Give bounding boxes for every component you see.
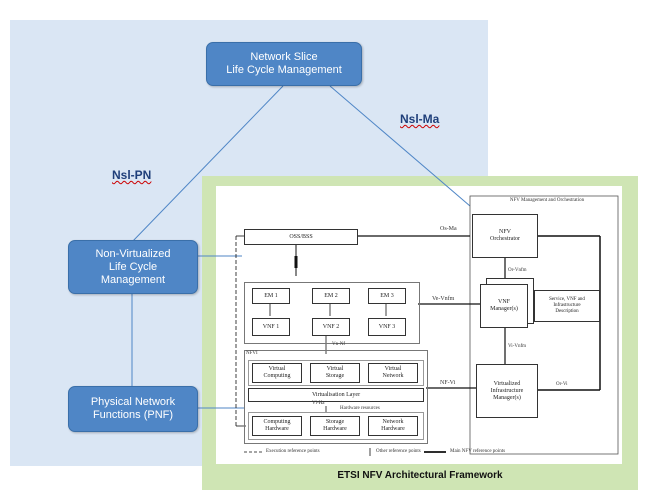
nf-vi-label: NF-Vi bbox=[440, 380, 456, 386]
network-hardware-box: Network Hardware bbox=[368, 416, 418, 436]
storage-hardware-box: Storage Hardware bbox=[310, 416, 360, 436]
vim-box: Virtualized Infrastructure Manager(s) bbox=[476, 364, 538, 418]
legend-other: Other reference points bbox=[376, 449, 421, 454]
nfv-orchestrator-box: NFV Orchestrator bbox=[472, 214, 538, 258]
vn-nf-label: Vn-Nf bbox=[332, 342, 346, 347]
virtual-network-box: Virtual Network bbox=[368, 363, 418, 383]
descriptors-box: Service, VNF and Infrastructure Descript… bbox=[534, 290, 600, 322]
vnf-1-box: VNF 1 bbox=[252, 318, 290, 336]
em-3-box: EM 3 bbox=[368, 288, 406, 304]
mano-title: NFV Management and Orchestration bbox=[509, 198, 585, 203]
pnf-box: Physical Network Functions (PNF) bbox=[68, 386, 198, 432]
virtualisation-layer-box: Virtualisation Layer bbox=[248, 388, 424, 402]
legend-execution: Execution reference points bbox=[266, 449, 320, 454]
ve-vnfm-label: Ve-Vnfm bbox=[432, 296, 455, 302]
virtual-computing-box: Virtual Computing bbox=[252, 363, 302, 383]
mano-border bbox=[469, 195, 619, 455]
or-vnfm-label: Or-Vnfm bbox=[508, 268, 527, 273]
hardware-resources-group bbox=[248, 412, 424, 440]
em-2-box: EM 2 bbox=[312, 288, 350, 304]
vnf-area bbox=[244, 282, 420, 344]
os-ma-label: Os-Ma bbox=[440, 226, 457, 232]
nsl-ma-label: Nsl-Ma bbox=[400, 112, 440, 126]
nsl-pn-label: Nsl-PN bbox=[112, 168, 152, 182]
or-vi-label: Or-Vi bbox=[556, 382, 568, 387]
vi-vnfm-label: Vi-Vnfm bbox=[508, 344, 527, 349]
hardware-resources-label: Hardware resources bbox=[340, 406, 380, 411]
oss-bss-box: OSS/BSS bbox=[244, 229, 358, 245]
nfvi-box bbox=[244, 350, 428, 444]
nsl-pn-link bbox=[131, 85, 284, 243]
vnf-3-box: VNF 3 bbox=[368, 318, 406, 336]
computing-hardware-box: Computing Hardware bbox=[252, 416, 302, 436]
nfvi-label: NFVI bbox=[246, 351, 258, 356]
em-1-box: EM 1 bbox=[252, 288, 290, 304]
virtual-storage-box: Virtual Storage bbox=[310, 363, 360, 383]
virtual-resources-group bbox=[248, 360, 424, 386]
vnf-manager-box: VNF Manager(s) bbox=[480, 284, 528, 328]
vl-ha-label: Vl-Ha bbox=[312, 401, 325, 406]
vnf-2-box: VNF 2 bbox=[312, 318, 350, 336]
nsl-ma-link bbox=[329, 85, 471, 207]
etsi-caption: ETSI NFV Architectural Framework bbox=[337, 470, 503, 481]
non-virtualized-lcm-box: Non-Virtualized Life Cycle Management bbox=[68, 240, 198, 294]
network-slice-lcm-box: Network Slice Life Cycle Management bbox=[206, 42, 362, 86]
legend-main: Main NFV reference points bbox=[450, 449, 506, 454]
